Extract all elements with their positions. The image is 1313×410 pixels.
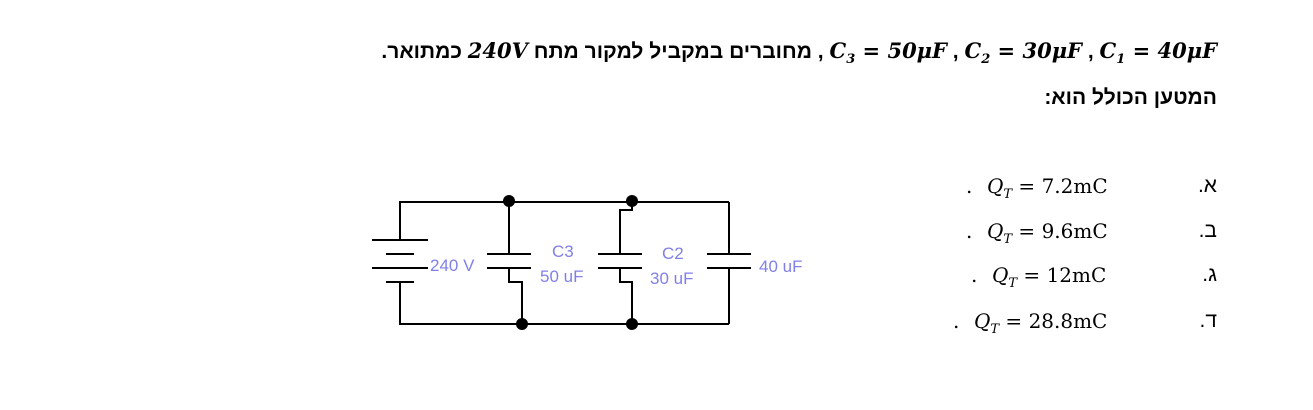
- option-a[interactable]: . QT = 7.2mC א.: [0, 172, 1313, 202]
- c1-value-label: 40 uF: [759, 257, 802, 276]
- circuit-wires: [372, 201, 751, 325]
- option-c-value: 12mC: [1046, 263, 1107, 287]
- c2-top-lead: [619, 202, 633, 254]
- source-label: 240 V: [430, 256, 475, 275]
- c3-value: = 50μF: [855, 38, 947, 63]
- question-line-1: C1 = 40μF , C2 = 30μF , C3 = 50μF , מחוב…: [381, 38, 1217, 67]
- separator-1: ,: [1081, 40, 1100, 63]
- option-d[interactable]: . QT = 28.8mC ד.: [0, 307, 1313, 337]
- question-line-2: המטען הכולל הוא:: [1044, 86, 1217, 109]
- top-wire: [399, 201, 729, 240]
- option-b-equation: QT = 9.6mC: [987, 219, 1108, 247]
- option-a-equation: QT = 7.2mC: [987, 174, 1108, 202]
- c3-subscript: 3: [846, 52, 856, 68]
- junction-dots: [503, 195, 638, 330]
- option-d-period: .: [953, 309, 960, 333]
- option-b-period: .: [966, 219, 973, 243]
- option-b-letter: ב.: [1198, 219, 1217, 242]
- option-d-equation: QT = 28.8mC: [974, 309, 1108, 337]
- c3-name-label: C3: [552, 242, 574, 261]
- bottom-wire: [399, 296, 729, 325]
- option-c-letter: ג.: [1202, 263, 1217, 286]
- c2-value-label: 30 uF: [650, 269, 693, 288]
- option-c[interactable]: . QT = 12mC ג.: [0, 261, 1313, 291]
- c3-value-label: 50 uF: [540, 267, 583, 286]
- c1-value: = 40μF: [1125, 38, 1217, 63]
- option-b[interactable]: . QT = 9.6mC ב.: [0, 217, 1313, 247]
- c1-subscript: 1: [1116, 52, 1126, 68]
- c2-subscript: 2: [981, 52, 991, 68]
- option-a-period: .: [966, 174, 973, 198]
- separator-2: ,: [946, 40, 965, 63]
- circuit-diagram: 240 V C3 50 uF C2 30 uF 40 uF: [372, 195, 802, 330]
- c2-name-label: C2: [662, 244, 684, 263]
- c2-bottom-lead: [619, 268, 633, 324]
- option-c-period: .: [971, 263, 978, 287]
- option-c-equation: QT = 12mC: [992, 263, 1107, 291]
- option-a-value: 7.2mC: [1041, 174, 1108, 198]
- c3-bottom-lead: [508, 268, 523, 324]
- option-d-letter: ד.: [1199, 309, 1217, 332]
- option-b-value: 9.6mC: [1041, 219, 1108, 243]
- junction-dot-top-1: [503, 195, 515, 207]
- junction-dot-bottom-2: [626, 318, 638, 330]
- capacitor-c3-expr: C3 = 50μF: [829, 38, 947, 68]
- c2-value: = 30μF: [990, 38, 1082, 63]
- junction-dot-top-2: [626, 195, 638, 207]
- capacitor-c1-expr: C1 = 40μF: [1099, 38, 1218, 68]
- source-voltage: 240V: [467, 38, 528, 63]
- question-text-end: כמתואר.: [381, 40, 468, 63]
- option-d-value: 28.8mC: [1028, 309, 1108, 333]
- option-a-letter: א.: [1197, 174, 1217, 197]
- capacitor-c2-expr: C2 = 30μF: [964, 38, 1082, 68]
- question-text-mid: , מחוברים במקביל למקור מתח: [527, 40, 830, 63]
- junction-dot-bottom-1: [516, 318, 528, 330]
